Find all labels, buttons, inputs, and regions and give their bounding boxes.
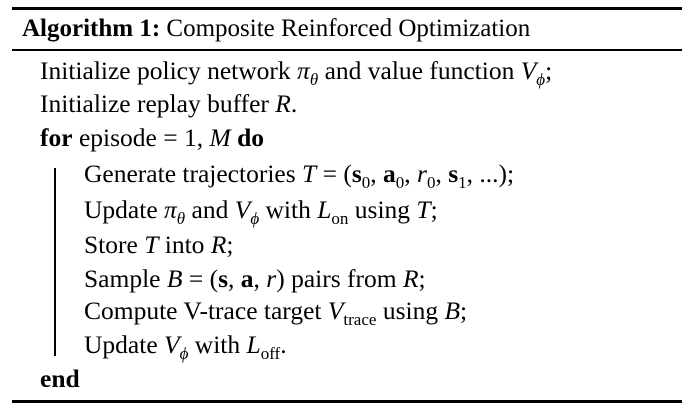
line-end: end [40, 364, 80, 393]
line-sample: Sample B = (s, a, r) pairs from R; [84, 264, 426, 293]
bottom-rule [12, 400, 682, 403]
algorithm-caption: Algorithm 1: Composite Reinforced Optimi… [22, 12, 530, 46]
line-store: Store T into R; [84, 230, 234, 259]
algorithm-label: Algorithm 1: [22, 15, 161, 42]
caption-rule [12, 49, 682, 51]
line-init-policy: Initialize policy network πθ and value f… [40, 56, 553, 89]
line-for-loop: for episode = 1, M do [40, 123, 265, 152]
loop-body-bar [54, 168, 56, 356]
line-init-buffer: Initialize replay buffer R. [40, 89, 298, 118]
algorithm-title: Composite Reinforced Optimization [166, 15, 531, 42]
line-compute-vtrace: Compute V-trace target Vtrace using B; [84, 296, 468, 329]
line-update-offline: Update Vϕ with Loff. [84, 330, 287, 363]
top-rule [12, 7, 682, 10]
line-generate: Generate trajectories T = (s0, a0, r0, s… [84, 159, 515, 192]
line-update-online: Update πθ and value function and Vϕ with… [84, 195, 438, 228]
